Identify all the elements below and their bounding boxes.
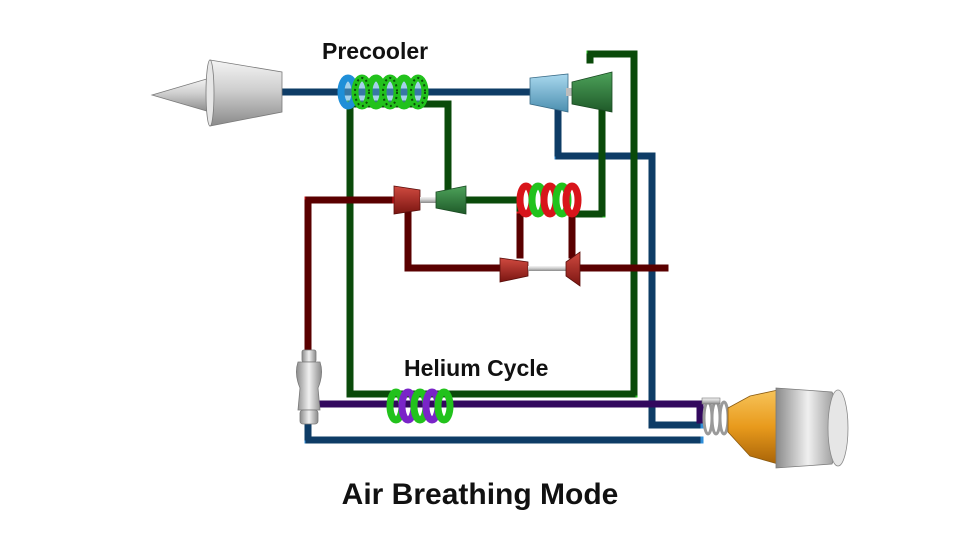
precooler-coil-icon <box>337 74 429 110</box>
helium-cycle-coil-icon <box>386 388 454 424</box>
helium-compressor-green-icon <box>435 185 467 215</box>
heat-exchanger-coil-icon <box>516 182 582 218</box>
shaft-icon <box>420 197 438 203</box>
air-intake-icon <box>150 59 283 127</box>
helium-turbine-red-icon <box>393 185 421 215</box>
helium-cycle-label: Helium Cycle <box>404 355 549 381</box>
helium-hot-path <box>304 196 669 364</box>
precooler-label: Precooler <box>322 38 429 64</box>
lower-turbine-icon <box>499 251 581 287</box>
helium-turbine-green-icon <box>571 71 613 113</box>
rocket-nozzle-icon <box>701 387 849 469</box>
hydrogen-path <box>318 400 704 424</box>
air-compressor-icon <box>529 73 574 113</box>
mode-title: Air Breathing Mode <box>341 478 619 511</box>
preburner-icon <box>296 349 322 425</box>
